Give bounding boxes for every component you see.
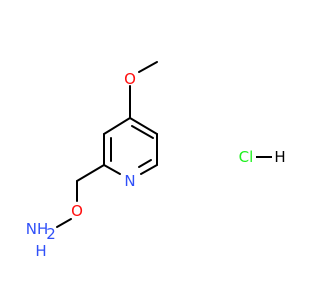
amine-label: NH [26, 220, 49, 238]
bond-oxygen-amine [56, 218, 72, 228]
atom-oxygen-linker: O [71, 202, 83, 220]
bond-n-c2 [103, 164, 121, 175]
atom-hydrogen-amine: H [35, 242, 46, 260]
bond-c6-n [140, 164, 158, 175]
bond-c3-c4 [103, 117, 131, 135]
molecule-diagram: O N O NH 2 H Cl H [26, 61, 286, 260]
atom-oxygen-methoxy: O [124, 70, 136, 88]
structure-svg: O N O NH 2 H Cl H [26, 61, 286, 260]
amine-subscript: 2 [46, 225, 56, 243]
bond-c4-c5 [129, 117, 158, 135]
atom-amine: NH 2 [26, 220, 56, 243]
salt-hydrogen: H [274, 148, 285, 166]
bond-c4-c5-inner [131, 125, 154, 139]
bonds [56, 61, 158, 228]
bond-c2-ch2 [76, 164, 105, 182]
atom-nitrogen-ring: N [124, 172, 135, 190]
salt-chlorine: Cl [239, 148, 254, 166]
salt-hcl: Cl H [239, 148, 286, 166]
bond-methyl-oxygen [138, 61, 158, 73]
bond-c6-n-inner [138, 159, 152, 168]
